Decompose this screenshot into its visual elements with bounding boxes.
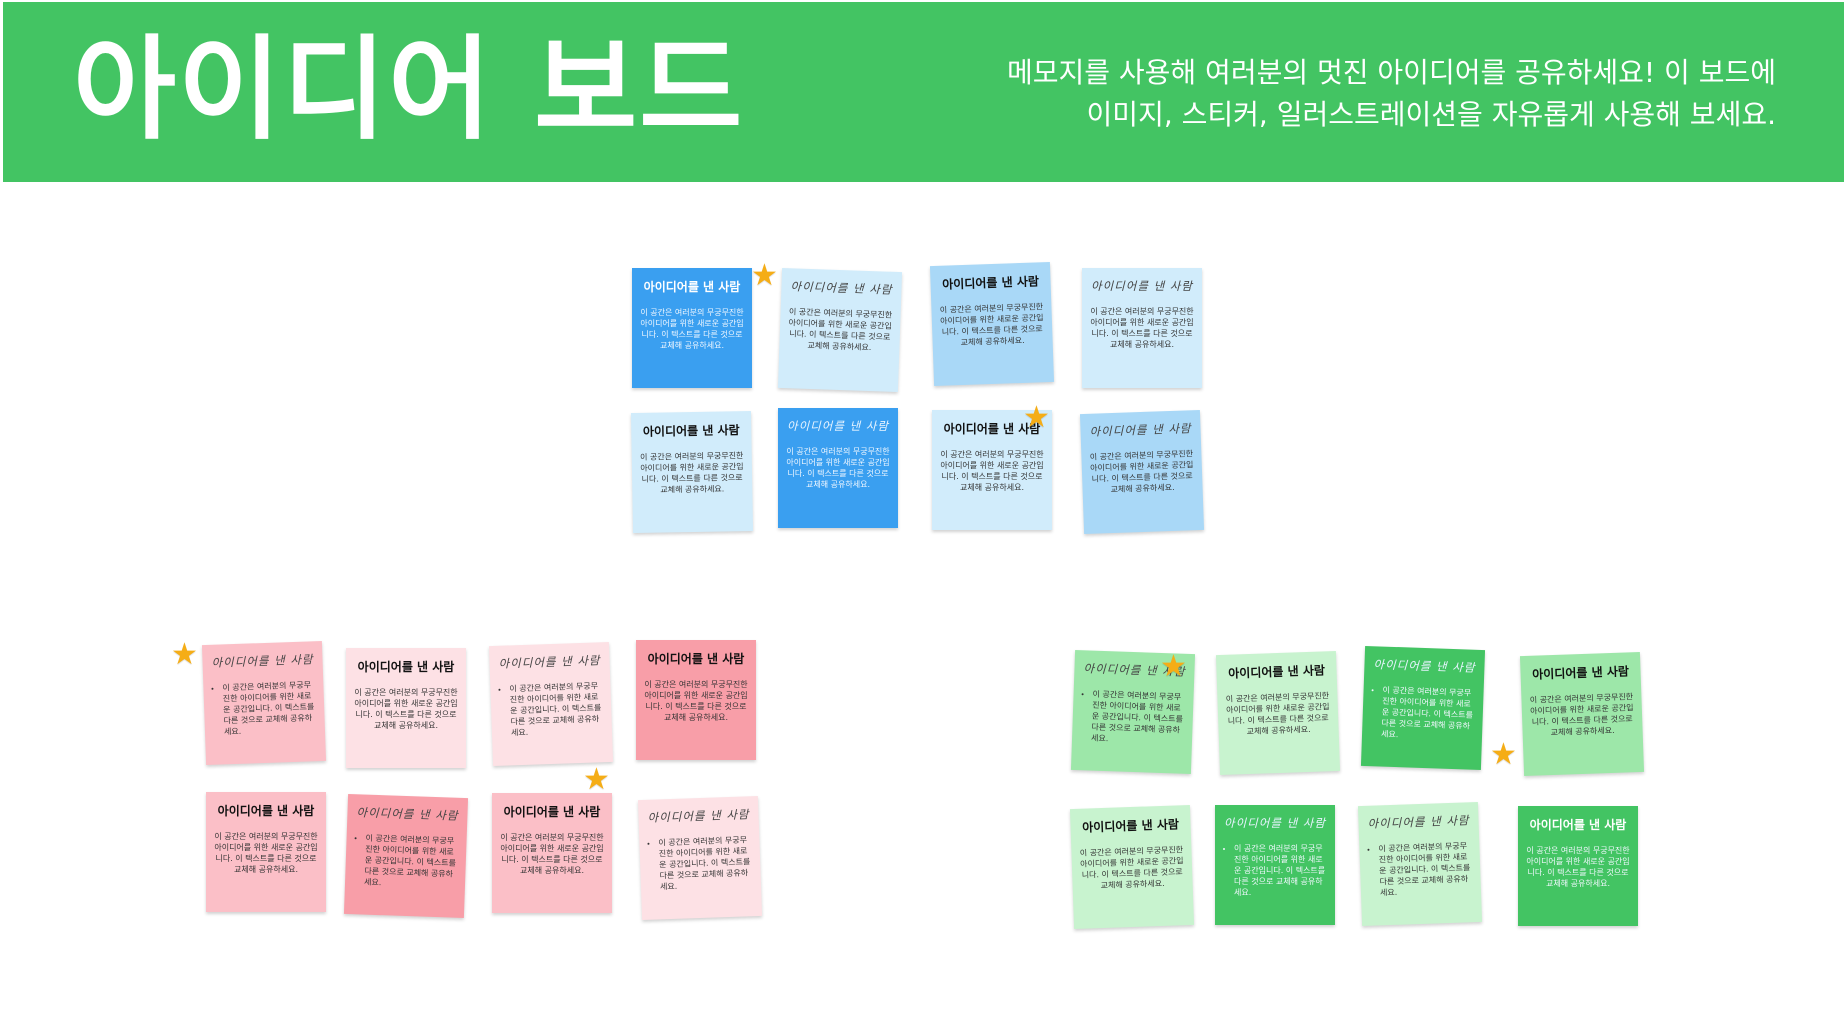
note-body-list: 이 공간은 여러분의 무궁무진한 아이디어를 위한 새로운 공간입니다. 이 텍… [497, 680, 605, 739]
note-body: 이 공간은 여러분의 무궁무진한 아이디어를 위한 새로운 공간입니다. 이 텍… [354, 688, 458, 730]
sticky-note[interactable]: 아이디어를 낸 사람이 공간은 여러분의 무궁무진한 아이디어를 위한 새로운 … [343, 793, 469, 919]
note-body-item: 이 공간은 여러분의 무궁무진한 아이디어를 위한 새로운 공간입니다. 이 텍… [1378, 840, 1474, 898]
note-body: 이 공간은 여러분의 무궁무진한 아이디어를 위한 새로운 공간입니다. 이 텍… [1529, 692, 1634, 738]
note-body: 이 공간은 여러분의 무궁무진한 아이디어를 위한 새로운 공간입니다. 이 텍… [788, 307, 893, 353]
note-body: 이 공간은 여러분의 무궁무진한 아이디어를 위한 새로운 공간입니다. 이 텍… [1526, 846, 1630, 888]
note-title: 아이디어를 낸 사람 [503, 805, 601, 819]
note-body-list: 이 공간은 여러분의 무궁무진한 아이디어를 위한 새로운 공간입니다. 이 텍… [210, 679, 318, 738]
note-title: 아이디어를 낸 사람 [643, 280, 741, 294]
note-body-item: 이 공간은 여러분의 무궁무진한 아이디어를 위한 새로운 공간입니다. 이 텍… [222, 679, 318, 737]
note-title: 아이디어를 낸 사람 [647, 652, 745, 666]
star-icon[interactable]: ★ [1023, 400, 1050, 435]
sticky-note[interactable]: 아이디어를 낸 사람이 공간은 여러분의 무궁무진한 아이디어를 위한 새로운 … [637, 795, 763, 921]
note-body-list: 이 공간은 여러분의 무궁무진한 아이디어를 위한 새로운 공간입니다. 이 텍… [352, 832, 460, 891]
note-title: 아이디어를 낸 사람 [790, 279, 893, 297]
note-body-item: 이 공간은 여러분의 무궁무진한 아이디어를 위한 새로운 공간입니다. 이 텍… [1234, 843, 1328, 898]
note-body-item: 이 공간은 여러분의 무궁무진한 아이디어를 위한 새로운 공간입니다. 이 텍… [658, 834, 754, 892]
note-title: 아이디어를 낸 사람 [942, 274, 1040, 292]
note-body: 이 공간은 여러분의 무궁무진한 아이디어를 위한 새로운 공간입니다. 이 텍… [939, 302, 1044, 348]
note-body: 이 공간은 여러분의 무궁무진한 아이디어를 위한 새로운 공간입니다. 이 텍… [1089, 449, 1194, 495]
sticky-note[interactable]: 아이디어를 낸 사람이 공간은 여러분의 무궁무진한 아이디어를 위한 새로운 … [1357, 801, 1483, 927]
note-title: 아이디어를 낸 사람 [1224, 816, 1326, 830]
note-body-list: 이 공간은 여러분의 무궁무진한 아이디어를 위한 새로운 공간입니다. 이 텍… [1369, 684, 1477, 743]
note-body-item: 이 공간은 여러분의 무궁무진한 아이디어를 위한 새로운 공간입니다. 이 텍… [1091, 689, 1187, 747]
note-body: 이 공간은 여러분의 무궁무진한 아이디어를 위한 새로운 공간입니다. 이 텍… [214, 832, 318, 874]
note-body: 이 공간은 여러분의 무궁무진한 아이디어를 위한 새로운 공간입니다. 이 텍… [786, 447, 890, 489]
note-title: 아이디어를 낸 사람 [217, 804, 315, 818]
note-body-list: 이 공간은 여러분의 무궁무진한 아이디어를 위한 새로운 공간입니다. 이 텍… [1222, 843, 1328, 898]
subtitle-line-1: 메모지를 사용해 여러분의 멋진 아이디어를 공유하세요! 이 보드에 [1006, 56, 1776, 89]
page-subtitle: 메모지를 사용해 여러분의 멋진 아이디어를 공유하세요! 이 보드에 이미지,… [1007, 52, 1776, 136]
note-body-list: 이 공간은 여러분의 무궁무진한 아이디어를 위한 새로운 공간입니다. 이 텍… [1366, 840, 1474, 899]
sticky-note[interactable]: 아이디어를 낸 사람이 공간은 여러분의 무궁무진한 아이디어를 위한 새로운 … [1360, 645, 1486, 771]
header-banner: 아이디어 보드 메모지를 사용해 여러분의 멋진 아이디어를 공유하세요! 이 … [3, 2, 1844, 182]
page-title: 아이디어 보드 [73, 25, 745, 155]
star-icon[interactable]: ★ [751, 258, 778, 293]
note-body: 이 공간은 여러분의 무궁무진한 아이디어를 위한 새로운 공간입니다. 이 텍… [1090, 307, 1194, 349]
note-body-item: 이 공간은 여러분의 무궁무진한 아이디어를 위한 새로운 공간입니다. 이 텍… [1381, 685, 1477, 743]
note-title: 아이디어를 낸 사람 [647, 807, 750, 825]
note-title: 아이디어를 낸 사람 [1373, 657, 1476, 675]
note-body-list: 이 공간은 여러분의 무궁무진한 아이디어를 위한 새로운 공간입니다. 이 텍… [646, 834, 754, 893]
note-title: 아이디어를 낸 사람 [1529, 818, 1627, 832]
note-body: 이 공간은 여러분의 무궁무진한 아이디어를 위한 새로운 공간입니다. 이 텍… [1079, 845, 1184, 891]
note-title: 아이디어를 낸 사람 [787, 419, 889, 433]
note-title: 아이디어를 낸 사람 [1228, 663, 1326, 681]
note-body: 이 공간은 여러분의 무궁무진한 아이디어를 위한 새로운 공간입니다. 이 텍… [1225, 691, 1330, 737]
sticky-note[interactable]: 아이디어를 낸 사람이 공간은 여러분의 무궁무진한 아이디어를 위한 새로운 … [1215, 805, 1335, 925]
note-title: 아이디어를 낸 사람 [357, 660, 455, 674]
sticky-note[interactable]: 아이디어를 낸 사람이 공간은 여러분의 무궁무진한 아이디어를 위한 새로운 … [201, 640, 327, 766]
note-body: 이 공간은 여러분의 무궁무진한 아이디어를 위한 새로운 공간입니다. 이 텍… [644, 680, 748, 722]
note-body: 이 공간은 여러분의 무궁무진한 아이디어를 위한 새로운 공간입니다. 이 텍… [500, 833, 604, 875]
note-body-list: 이 공간은 여러분의 무궁무진한 아이디어를 위한 새로운 공간입니다. 이 텍… [1079, 688, 1187, 747]
note-title: 아이디어를 낸 사람 [943, 422, 1041, 436]
subtitle-line-2: 이미지, 스티커, 일러스트레이션을 자유롭게 사용해 보세요. [1086, 98, 1776, 131]
star-icon[interactable]: ★ [1490, 737, 1517, 772]
note-title: 아이디어를 낸 사람 [1091, 279, 1193, 293]
note-body: 이 공간은 여러분의 무궁무진한 아이디어를 위한 새로운 공간입니다. 이 텍… [640, 308, 744, 350]
note-body: 이 공간은 여러분의 무궁무진한 아이디어를 위한 새로운 공간입니다. 이 텍… [640, 451, 744, 495]
note-title: 아이디어를 낸 사람 [1089, 421, 1192, 439]
note-title: 아이디어를 낸 사람 [211, 652, 314, 670]
star-icon[interactable]: ★ [1160, 649, 1187, 684]
note-title: 아이디어를 낸 사람 [1082, 817, 1180, 835]
star-icon[interactable]: ★ [171, 637, 198, 672]
note-title: 아이디어를 낸 사람 [1367, 813, 1470, 831]
note-title: 아이디어를 낸 사람 [1532, 664, 1630, 682]
note-title: 아이디어를 낸 사람 [356, 805, 459, 823]
star-icon[interactable]: ★ [583, 762, 610, 797]
note-body-item: 이 공간은 여러분의 무궁무진한 아이디어를 위한 새로운 공간입니다. 이 텍… [364, 833, 460, 891]
note-body: 이 공간은 여러분의 무궁무진한 아이디어를 위한 새로운 공간입니다. 이 텍… [940, 450, 1044, 492]
note-body-item: 이 공간은 여러분의 무궁무진한 아이디어를 위한 새로운 공간입니다. 이 텍… [509, 680, 605, 738]
note-title: 아이디어를 낸 사람 [642, 423, 740, 439]
sticky-note[interactable]: 아이디어를 낸 사람이 공간은 여러분의 무궁무진한 아이디어를 위한 새로운 … [488, 641, 614, 767]
note-title: 아이디어를 낸 사람 [498, 653, 601, 671]
